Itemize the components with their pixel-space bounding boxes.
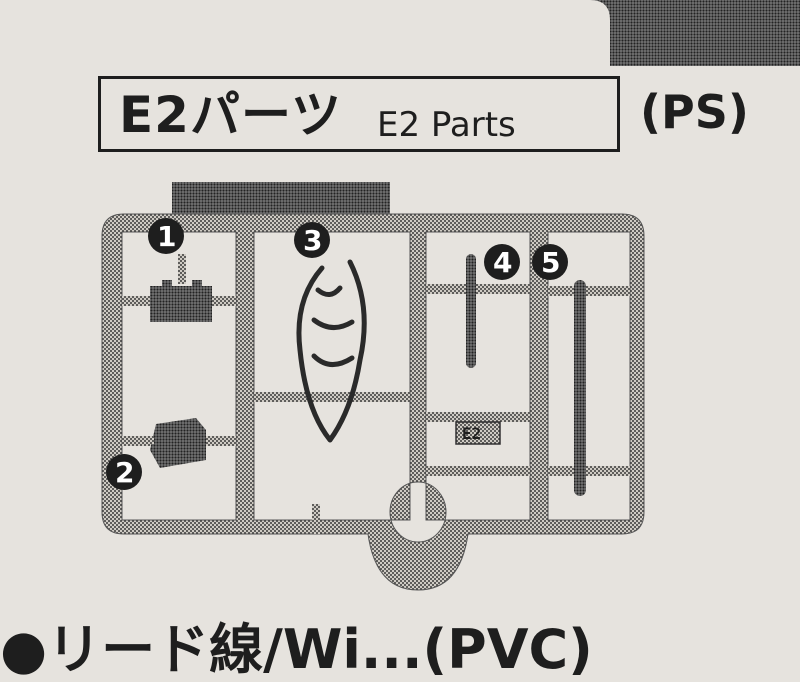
title-material: (PS) (640, 85, 749, 139)
sprue-frame (101, 213, 645, 591)
part-4-piece (466, 254, 476, 368)
badge-part-1: 1 (148, 218, 184, 254)
part-2-piece (124, 418, 236, 468)
badge-part-4: 4 (484, 244, 520, 280)
badge-part-3: 3 (294, 222, 330, 258)
top-shaded-panel (540, 0, 800, 66)
sprue-e2-tag: E2 (455, 421, 501, 445)
badge-number-4: 4 (493, 246, 512, 279)
title-english: E2 Parts (377, 105, 516, 145)
badge-part-5: 5 (532, 244, 568, 280)
sprue-tag-text: E2 (462, 424, 481, 443)
badge-number-2: 2 (115, 456, 134, 489)
section-title-box: E2パーツ E2 Parts (98, 76, 620, 152)
badge-part-2: 2 (106, 454, 142, 490)
badge-number-1: 1 (157, 220, 176, 253)
part-3-piece (296, 259, 367, 443)
part-1-piece (150, 254, 212, 322)
bottom-caption: ●リード線/Wi...(PVC) (0, 618, 593, 681)
part-5-piece (574, 280, 586, 496)
page-artwork: E2 1 2 3 4 5 (101, 0, 800, 591)
title-japanese: E2パーツ (119, 86, 342, 144)
badge-number-5: 5 (541, 246, 560, 279)
badge-number-3: 3 (303, 224, 322, 257)
